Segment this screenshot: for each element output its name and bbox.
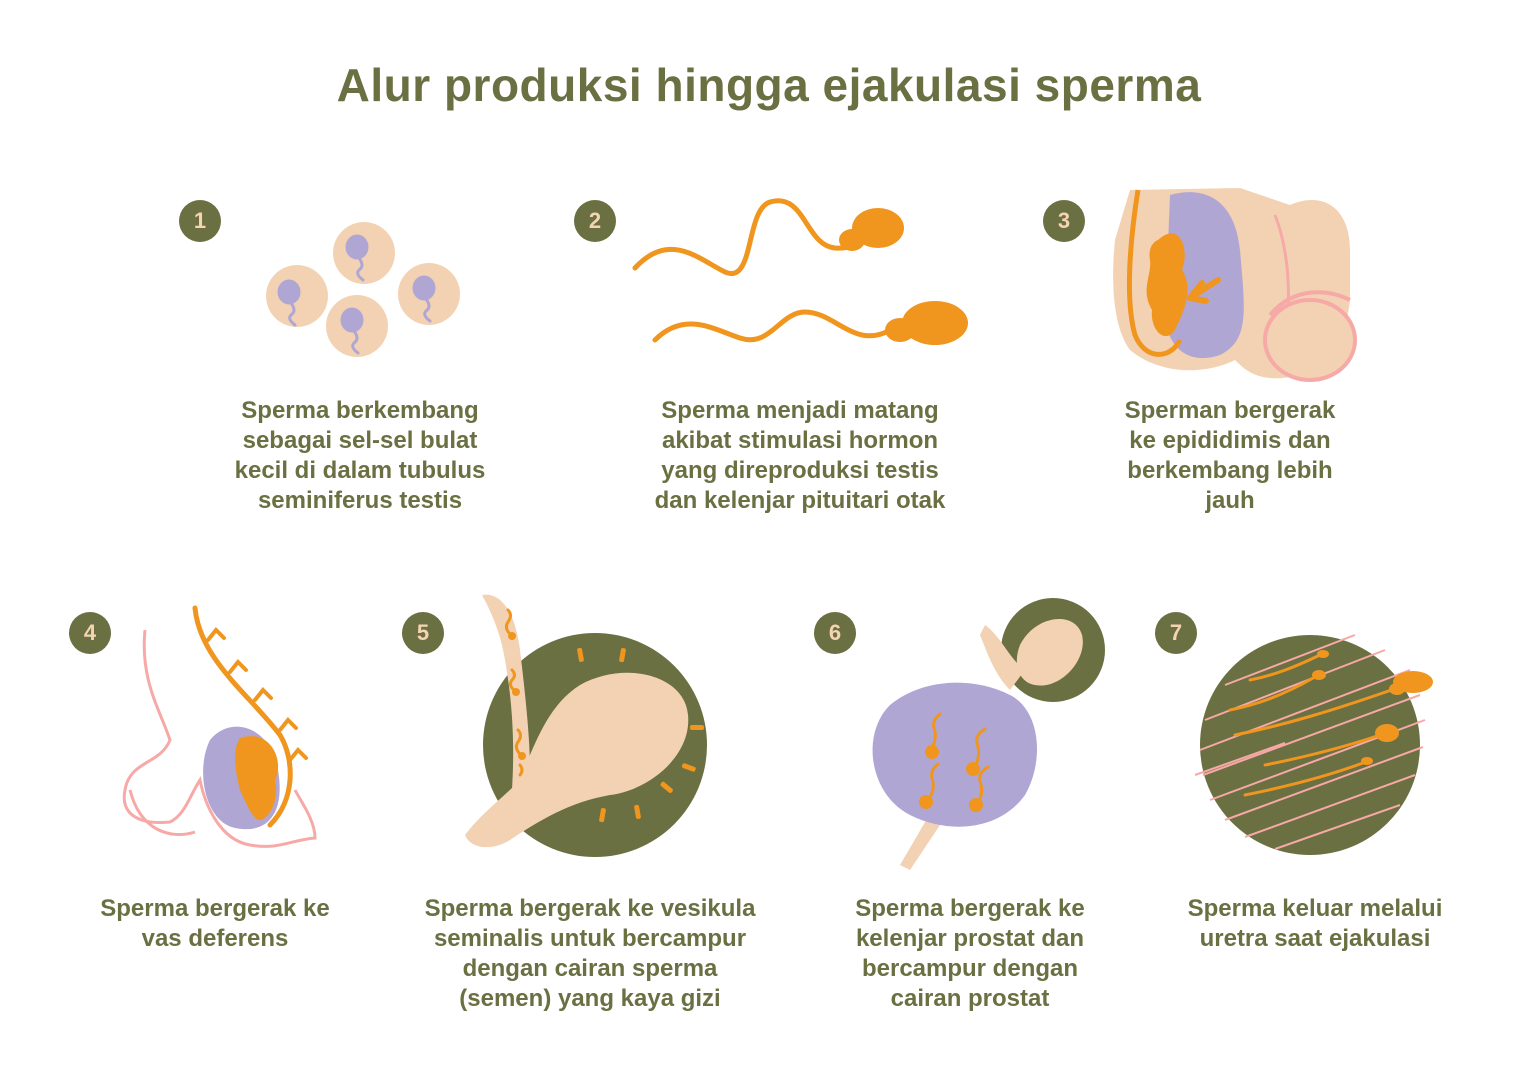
description-line: Sperma menjadi matang <box>661 397 939 424</box>
description-line: bercampur dengan <box>861 955 1079 982</box>
description-line: uretra saat ejakulasi <box>1199 925 1431 952</box>
step-description: Sperma bergerak ke kelenjar prostat dan … <box>820 894 1120 1014</box>
step-number-badge: 3 <box>1043 200 1085 242</box>
description-line: jauh <box>1205 487 1255 514</box>
step-description: Sperma keluar melalui uretra saat ejakul… <box>1160 894 1470 954</box>
step-description: Sperma bergerak ke vesikula seminalis un… <box>390 894 790 1014</box>
vas-deferens-illustration <box>122 605 317 848</box>
description-line: seminiferus testis <box>257 487 463 514</box>
step-number-badge: 6 <box>814 612 856 654</box>
description-line: Sperman bergerak <box>1124 397 1336 424</box>
seminal-vesicle-illustration <box>465 594 707 857</box>
mature-sperm-illustration <box>632 198 968 345</box>
prostate-illustration <box>872 598 1105 870</box>
description-line: Sperma bergerak ke <box>100 895 330 922</box>
description-line: Sperma keluar melalui <box>1187 895 1443 922</box>
description-line: ke epididimis dan <box>1129 427 1331 454</box>
epididymis-illustration <box>1113 188 1357 382</box>
page-title: Alur produksi hingga ejakulasi sperma <box>336 59 1202 111</box>
step-number-badge: 5 <box>402 612 444 654</box>
step-description: Sperman bergerak ke epididimis dan berke… <box>1080 396 1380 516</box>
description-line: dan kelenjar pituitari otak <box>654 487 946 514</box>
step-number-badge: 7 <box>1155 612 1197 654</box>
description-line: kecil di dalam tubulus <box>234 457 486 484</box>
step-number-badge: 4 <box>69 612 111 654</box>
description-line: Sperma bergerak ke vesikula <box>424 895 756 922</box>
step-number-badge: 1 <box>179 200 221 242</box>
description-line: Sperma bergerak ke <box>855 895 1085 922</box>
description-line: akibat stimulasi hormon <box>661 427 939 454</box>
description-line: vas deferens <box>141 925 289 952</box>
description-line: seminalis untuk bercampur <box>433 925 747 952</box>
description-line: dengan cairan sperma <box>462 955 718 982</box>
step-description: Sperma berkembang sebagai sel-sel bulat … <box>200 396 520 516</box>
description-line: Sperma berkembang <box>241 397 479 424</box>
description-line: cairan prostat <box>890 985 1050 1012</box>
step-description: Sperma bergerak ke vas deferens <box>60 894 370 954</box>
description-line: yang direproduksi testis <box>661 457 939 484</box>
round-cells-illustration <box>266 222 460 357</box>
urethra-ejaculation-illustration <box>1194 634 1433 855</box>
step-description: Sperma menjadi matang akibat stimulasi h… <box>620 396 980 516</box>
description-line: (semen) yang kaya gizi <box>459 985 721 1012</box>
description-line: sebagai sel-sel bulat <box>242 427 478 454</box>
step-number-badge: 2 <box>574 200 616 242</box>
description-line: kelenjar prostat dan <box>855 925 1085 952</box>
description-line: berkembang lebih <box>1127 457 1333 484</box>
